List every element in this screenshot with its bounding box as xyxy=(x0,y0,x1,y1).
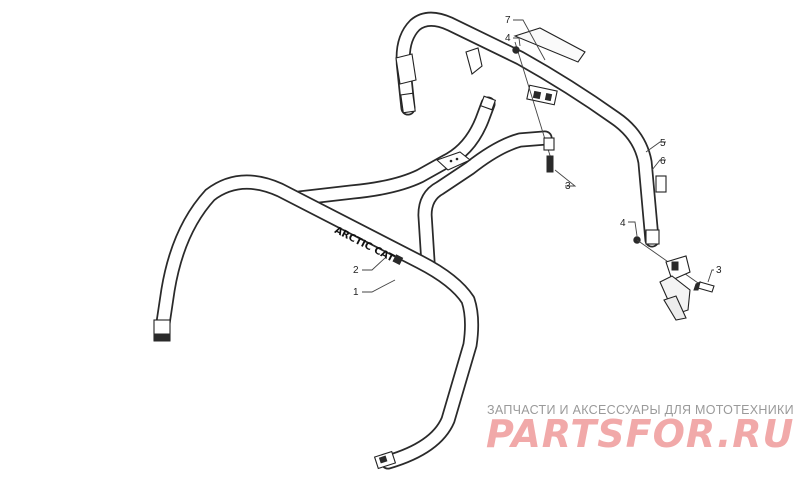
callout-7: 7 xyxy=(505,15,511,26)
callout-2: 2 xyxy=(353,265,359,276)
bolt-lower xyxy=(693,281,715,293)
callout-3-upper: 3 xyxy=(565,181,571,192)
callout-6: 6 xyxy=(660,156,666,167)
watermark-logo: PARTSFOR.RU xyxy=(486,412,795,456)
callout-5: 5 xyxy=(660,138,666,149)
upper-roll-bar xyxy=(395,11,660,248)
center-cross-tubes xyxy=(292,95,553,270)
callout-3-lower: 3 xyxy=(716,265,722,276)
watermark-tagline: ЗАПЧАСТИ И АКСЕССУАРЫ ДЛЯ МОТОТЕХНИКИ xyxy=(487,403,794,417)
callout-4-lower: 4 xyxy=(620,218,626,229)
callout-1: 1 xyxy=(353,287,359,298)
nut-upper xyxy=(512,46,520,54)
callout-4-upper: 4 xyxy=(505,33,511,44)
bolt-upper xyxy=(514,41,555,173)
lower-clamp-assembly xyxy=(655,175,691,321)
